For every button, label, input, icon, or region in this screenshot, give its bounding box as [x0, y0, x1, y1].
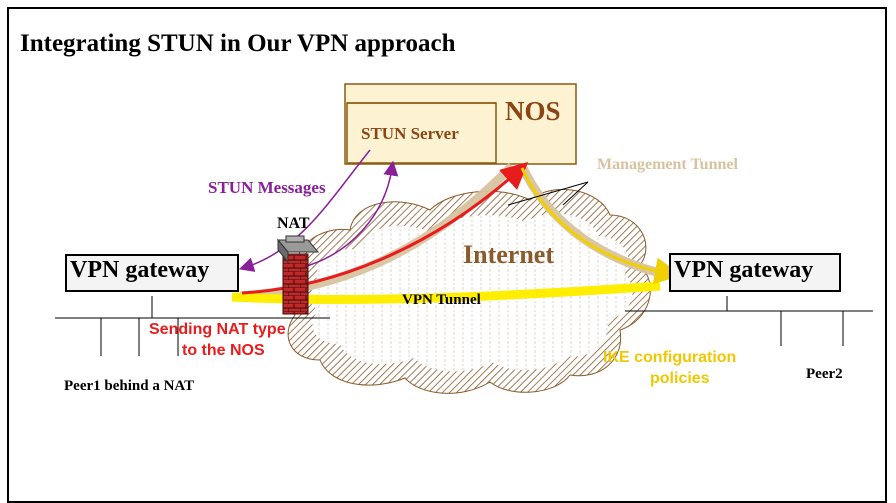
nat-label: NAT	[277, 215, 310, 232]
vpn-tunnel-label: VPN Tunnel	[402, 292, 481, 308]
vpn-tunnel-band	[231, 281, 661, 304]
management-tunnel-label: Management Tunnel	[597, 156, 738, 173]
management-tunnel-left-band	[239, 162, 516, 301]
peer1-label: Peer1 behind a NAT	[64, 378, 195, 394]
sending-nat-type-label-2: to the NOS	[182, 342, 265, 359]
management-label-pointer-2	[562, 181, 589, 206]
ike-policies-label-1: IKE configuration	[603, 349, 737, 366]
left-network	[55, 296, 330, 356]
left-vpn-gateway-label: VPN gateway	[70, 257, 210, 283]
stun-message-arrow-down	[238, 149, 371, 272]
stun-message-arrow-up	[299, 160, 399, 269]
internet-label: Internet	[463, 240, 554, 269]
slide-title: Integrating STUN in Our VPN approach	[20, 30, 456, 57]
ike-policies-label-2: policies	[650, 370, 710, 387]
sending-nat-type-label-1: Sending NAT type	[149, 321, 286, 338]
ike-arrow	[520, 167, 682, 285]
peer2-label: Peer2	[806, 366, 843, 382]
nat-type-arrow	[241, 161, 529, 295]
management-label-pointer-1	[507, 181, 589, 206]
right-network	[625, 296, 873, 346]
nat-firewall	[276, 235, 320, 315]
stun-messages-label: STUN Messages	[208, 178, 326, 197]
right-vpn-gateway-box	[669, 253, 841, 292]
stun-server-label: STUN Server	[361, 124, 459, 143]
left-vpn-gateway-box	[65, 254, 239, 292]
right-vpn-gateway-label: VPN gateway	[674, 257, 814, 283]
nos-label: NOS	[505, 96, 561, 126]
nos-box	[344, 83, 577, 165]
